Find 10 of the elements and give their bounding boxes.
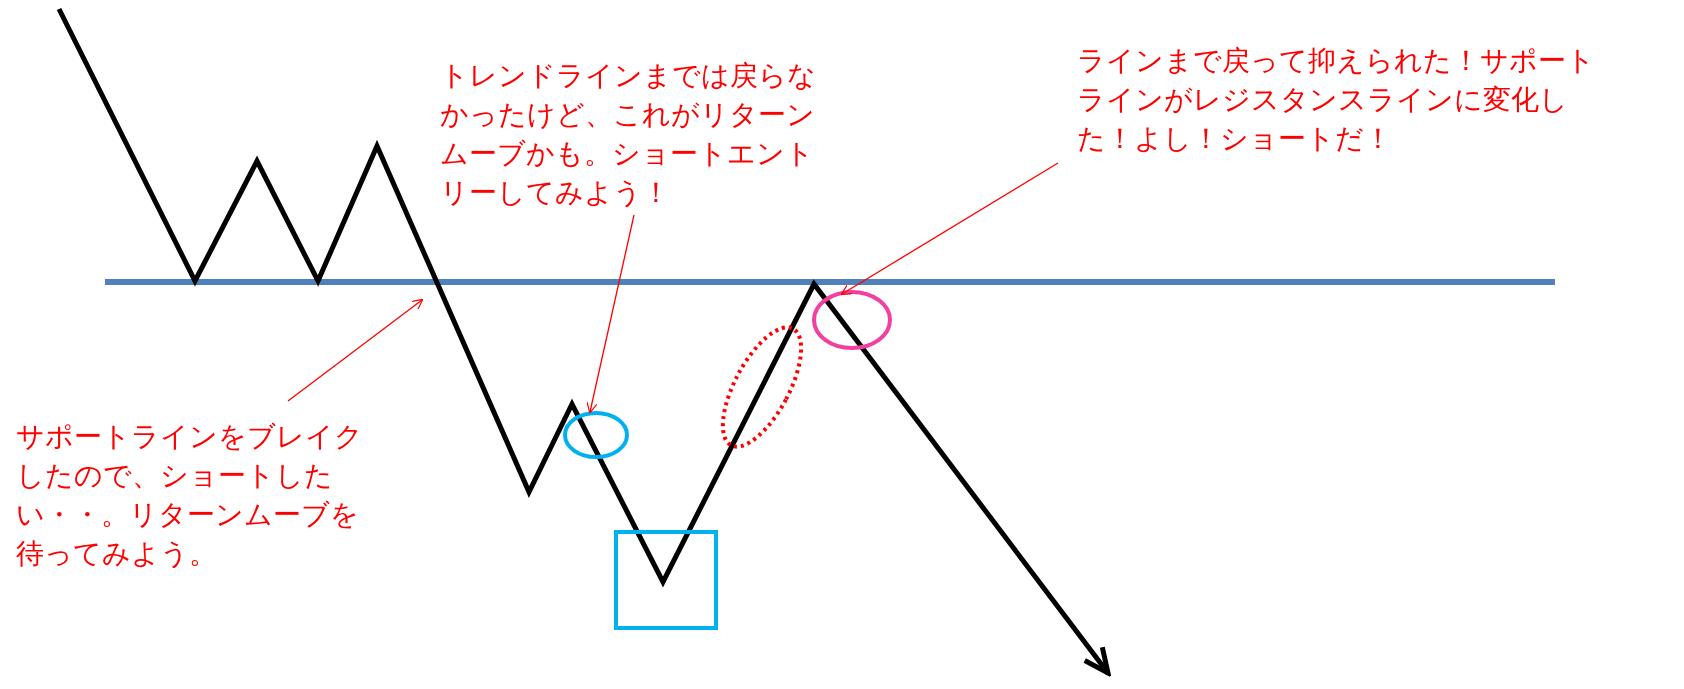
highlight-square xyxy=(614,530,718,630)
leader-arrow xyxy=(287,298,424,402)
annotation-text: ラインまで戻って抑えられた！サポートラインがレジスタンスラインに変化した！よし！ショートだ！ xyxy=(1077,41,1599,158)
annotation-text: トレンドラインまでは戻らなかったけど、これがリターンムーブかも。ショートエントリーしてみよう！ xyxy=(440,56,820,212)
leader-arrow xyxy=(586,214,635,414)
leader-arrow xyxy=(840,162,1059,296)
annotation-text: サポートラインをブレイクしたので、ショートしたい・・。リターンムーブを待ってみよう。 xyxy=(16,417,366,573)
highlight-circle xyxy=(812,290,892,350)
dotted-ellipse xyxy=(720,325,804,449)
highlight-ellipse xyxy=(563,411,629,459)
